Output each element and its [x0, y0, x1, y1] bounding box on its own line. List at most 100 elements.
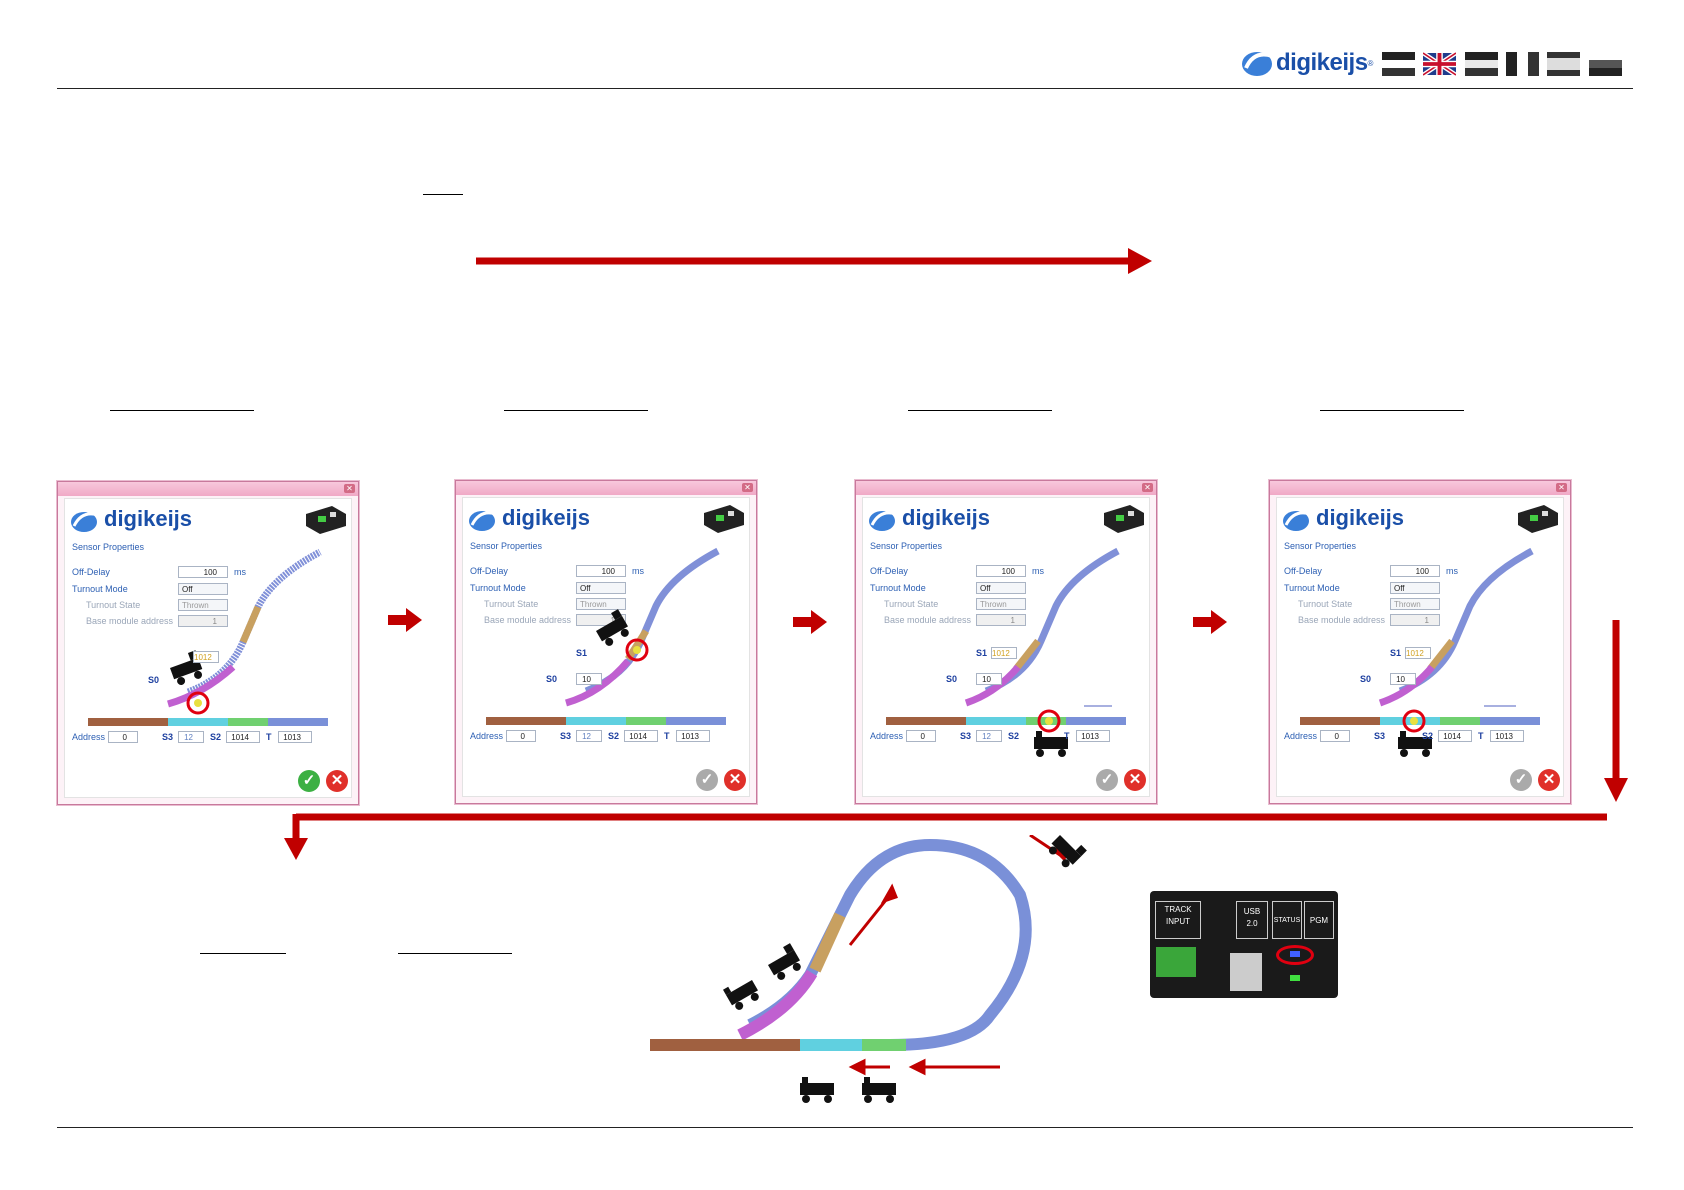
turnout-mode-select[interactable]: Off: [976, 582, 1026, 594]
base-address-field[interactable]: 1: [1390, 614, 1440, 626]
dialog-body: [64, 498, 352, 798]
usb-port: [1230, 953, 1262, 991]
uk-flag-icon[interactable]: [1421, 51, 1458, 77]
confirm-button[interactable]: ✓: [1096, 769, 1118, 791]
off-delay-unit: ms: [1446, 566, 1458, 576]
cancel-button[interactable]: ✕: [1538, 769, 1560, 791]
module-device-icon: [1518, 505, 1558, 533]
module-device-icon: [306, 506, 346, 534]
cancel-button[interactable]: ✕: [1124, 769, 1146, 791]
base-address-field[interactable]: 1: [178, 615, 228, 627]
close-icon[interactable]: ✕: [1142, 483, 1153, 492]
it-flag-icon[interactable]: [1589, 52, 1622, 76]
cancel-button[interactable]: ✕: [724, 769, 746, 791]
sensor-properties-dialog-4: ✕ digikeijs Sensor Properties Off-Delay …: [1269, 480, 1571, 804]
s3-label: S3: [960, 731, 972, 741]
s2-field[interactable]: 1014: [1438, 730, 1472, 742]
confirm-button[interactable]: ✓: [298, 770, 320, 792]
s1-field[interactable]: 1012: [1405, 647, 1431, 659]
s2-field[interactable]: 1014: [624, 730, 658, 742]
confirm-button[interactable]: ✓: [696, 769, 718, 791]
s1-label: S1: [1390, 648, 1402, 658]
t-label: T: [664, 731, 670, 741]
module-device-icon: [1104, 505, 1144, 533]
turnout-mode-label: Turnout Mode: [470, 583, 526, 593]
turnout-mode-select[interactable]: Off: [178, 583, 228, 595]
digikeijs-logo-icon: [869, 511, 897, 531]
t-field[interactable]: 1013: [278, 731, 312, 743]
turnout-mode-select[interactable]: Off: [1390, 582, 1440, 594]
fr-flag-icon[interactable]: [1506, 52, 1539, 76]
t-field[interactable]: 1013: [676, 730, 710, 742]
next-step-arrow-icon: [1193, 610, 1227, 634]
base-address-field[interactable]: 1: [976, 614, 1026, 626]
footer-divider: [57, 1127, 1633, 1128]
turnout-state-select[interactable]: Thrown: [1390, 598, 1440, 610]
s0-field[interactable]: 10: [976, 673, 1002, 685]
s1-label: S1: [576, 648, 588, 658]
turnout-mode-label: Turnout Mode: [72, 584, 128, 594]
underline: [200, 953, 286, 954]
es-flag-icon[interactable]: [1547, 52, 1580, 76]
off-delay-unit: ms: [234, 567, 246, 577]
turnout-state-select[interactable]: Thrown: [178, 599, 228, 611]
underline: [110, 410, 254, 411]
off-delay-field[interactable]: 100: [1390, 565, 1440, 577]
turnout-state-label: Turnout State: [884, 599, 939, 609]
turnout-mode-select[interactable]: Off: [576, 582, 626, 594]
nl-flag-icon[interactable]: [1465, 52, 1498, 76]
s1-label: S1: [976, 648, 988, 658]
t-field[interactable]: 1013: [1076, 730, 1110, 742]
dialog-subtitle: Sensor Properties: [72, 542, 145, 552]
dr4088-module: TRACK INPUT USB 2.0 STATUS PGM: [1150, 891, 1338, 998]
s0-label: S0: [1360, 674, 1372, 684]
title-bar: ✕: [58, 482, 358, 496]
turnout-state-label: Turnout State: [86, 600, 141, 610]
underline: [908, 410, 1052, 411]
off-delay-field[interactable]: 100: [178, 566, 228, 578]
underline: [1320, 410, 1464, 411]
turnout-state-select[interactable]: Thrown: [976, 598, 1026, 610]
off-delay-field[interactable]: 100: [976, 565, 1026, 577]
s3-field[interactable]: 12: [576, 730, 602, 742]
title-bar: ✕: [456, 481, 756, 495]
pgm-led: [1290, 975, 1300, 981]
track-diagram: [1300, 547, 1540, 757]
address-field[interactable]: 0: [1320, 730, 1350, 742]
dialog-brand: digikeijs: [104, 506, 193, 531]
header-divider: [57, 88, 1633, 89]
track-diagram: [886, 547, 1126, 757]
track-input-label: TRACK INPUT: [1155, 901, 1201, 939]
s2-field[interactable]: 1014: [226, 731, 260, 743]
s0-field[interactable]: 10: [1390, 673, 1416, 685]
digikeijs-logo-icon: [1283, 511, 1311, 531]
address-field[interactable]: 0: [108, 731, 138, 743]
off-delay-field[interactable]: 100: [576, 565, 626, 577]
status-led-highlight: [1276, 945, 1314, 965]
t-label: T: [1478, 731, 1484, 741]
status-led: [1290, 951, 1300, 957]
s1-field[interactable]: 1012: [193, 651, 219, 663]
s1-field[interactable]: 1012: [991, 647, 1017, 659]
close-icon[interactable]: ✕: [1556, 483, 1567, 492]
address-field[interactable]: 0: [906, 730, 936, 742]
off-delay-unit: ms: [632, 566, 644, 576]
digikeijs-logo-icon: [71, 512, 99, 532]
cancel-button[interactable]: ✕: [326, 770, 348, 792]
t-field[interactable]: 1013: [1490, 730, 1524, 742]
digikeijs-logo-icon: [1242, 52, 1273, 76]
off-delay-label: Off-Delay: [870, 566, 908, 576]
address-field[interactable]: 0: [506, 730, 536, 742]
t-label: T: [266, 732, 272, 742]
base-address-label: Base module address: [1298, 615, 1386, 625]
s0-field[interactable]: 10: [576, 673, 602, 685]
de-flag-icon[interactable]: [1382, 52, 1415, 76]
s3-field[interactable]: 12: [976, 730, 1002, 742]
s3-field[interactable]: 12: [178, 731, 204, 743]
close-icon[interactable]: ✕: [742, 483, 753, 492]
address-label: Address: [870, 731, 904, 741]
sensor-properties-dialog-3: ✕ digikeijs Sensor Properties Off-Delay …: [855, 480, 1157, 804]
confirm-button[interactable]: ✓: [1510, 769, 1532, 791]
turnout-state-select[interactable]: Thrown: [576, 598, 626, 610]
close-icon[interactable]: ✕: [344, 484, 355, 493]
